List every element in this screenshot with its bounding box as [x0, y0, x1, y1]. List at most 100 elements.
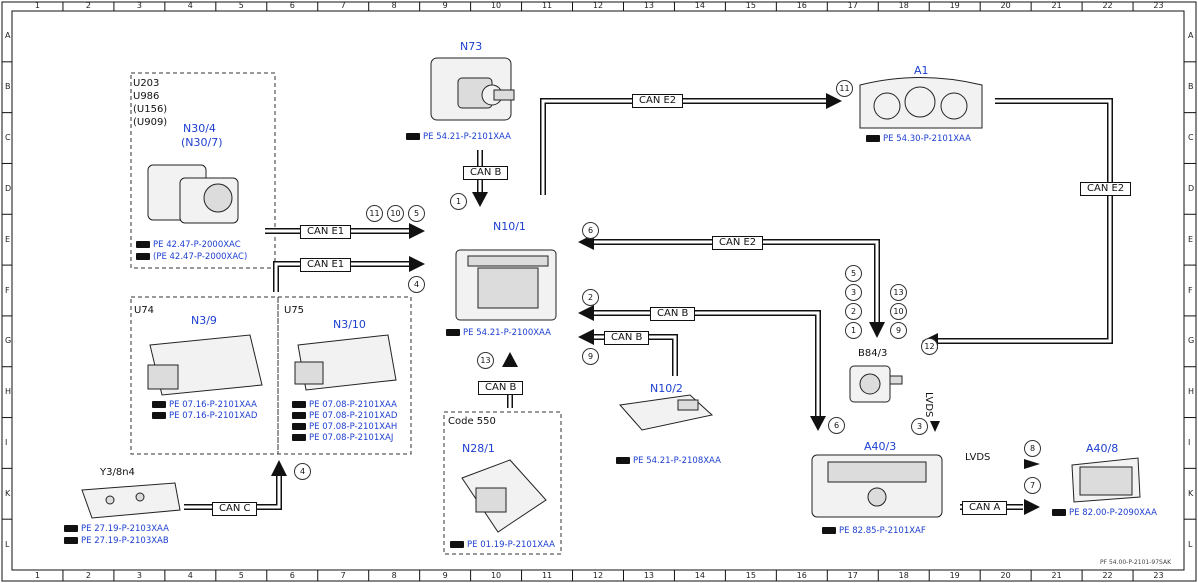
n3-9-ref-2[interactable]: PE 07.16-P-2101XAD: [152, 411, 257, 421]
row-letter-right: D: [1188, 183, 1195, 193]
marker-12: 12: [921, 338, 938, 355]
n3-9-label: N3/9: [191, 314, 217, 327]
a40-8-ref[interactable]: PE 82.00-P-2090XAA: [1052, 508, 1157, 518]
a40-3-sketch: [811, 454, 943, 518]
n3-9-sketch: [147, 334, 263, 396]
column-number-bottom: 1: [34, 571, 41, 580]
n30-4-ref-2[interactable]: (PE 42.47-P-2000XAC): [136, 252, 247, 262]
arrow-up-n10: [502, 352, 518, 367]
column-number-top: 5: [238, 1, 244, 10]
a1-ref[interactable]: PE 54.30-P-2101XAA: [866, 134, 971, 144]
y3-8n4-ref-2[interactable]: PE 27.19-P-2103XAB: [64, 536, 169, 546]
marker-8: 8: [1024, 440, 1041, 457]
book-icon: [152, 412, 166, 419]
book-icon: [292, 434, 306, 441]
y3-8n4-label: Y3/8n4: [100, 467, 135, 478]
column-number-bottom: 9: [442, 571, 448, 580]
n73-label: N73: [460, 40, 483, 53]
book-icon: [866, 135, 880, 142]
bus-lvds-vertical: LVDS: [923, 392, 934, 418]
row-letter-right: E: [1188, 234, 1194, 244]
n3-10-ref-4[interactable]: PE 07.08-P-2101XAJ: [292, 433, 393, 443]
column-number-bottom: 14: [694, 571, 705, 580]
a1-sketch: [859, 77, 983, 129]
marker-1-n73: 1: [450, 193, 467, 210]
n3-10-ref-1[interactable]: PE 07.08-P-2101XAA: [292, 400, 397, 410]
row-letter-left: E: [5, 234, 11, 244]
n3-10-box: [277, 296, 412, 455]
a1-label: A1: [914, 64, 929, 77]
bus-can-e2-mid: CAN E2: [712, 236, 764, 250]
book-icon: [64, 525, 78, 532]
column-number-top: 23: [1153, 1, 1164, 10]
marker-4-low: 4: [294, 463, 311, 480]
book-icon: [822, 527, 836, 534]
n30-4-variant-2: U986: [133, 91, 160, 102]
bus-can-e2-right: CAN E2: [1080, 182, 1132, 196]
row-letter-left: A: [5, 31, 11, 41]
book-icon: [136, 241, 150, 248]
row-letter-left: L: [5, 539, 10, 549]
a40-8-label: A40/8: [1086, 442, 1119, 455]
n10-2-label: N10/2: [650, 382, 683, 395]
column-number-top: 8: [391, 1, 397, 10]
marker-13: 13: [477, 352, 494, 369]
n73-sketch: [430, 57, 515, 121]
n28-1-ref[interactable]: PE 01.19-P-2101XAA: [450, 540, 555, 550]
a40-3-ref[interactable]: PE 82.85-P-2101XAF: [822, 526, 926, 536]
row-letter-left: K: [5, 488, 11, 498]
row-letter-left: H: [5, 387, 12, 397]
row-letter-left: G: [5, 336, 12, 346]
y3-8n4-ref-1[interactable]: PE 27.19-P-2103XAA: [64, 524, 169, 534]
n30-4-variant-4: (U909): [133, 117, 168, 128]
marker-6-low: 6: [828, 417, 845, 434]
n28-1-variant: Code 550: [448, 416, 496, 427]
marker-2: 2: [582, 289, 599, 306]
n73-ref[interactable]: PE 54.21-P-2101XAA: [406, 132, 511, 142]
bus-can-c: CAN C: [212, 502, 258, 516]
book-icon: [292, 412, 306, 419]
bus-can-e1-top: CAN E1: [300, 225, 352, 239]
n10-1-ref[interactable]: PE 54.21-P-2100XAA: [446, 328, 551, 338]
column-ticks: [62, 2, 1134, 581]
wire-can-c: [184, 460, 287, 510]
n28-1-box: [443, 411, 562, 555]
bus-can-e1-bot: CAN E1: [300, 258, 352, 272]
column-number-bottom: 3: [136, 571, 142, 580]
n30-4-ref-1[interactable]: PE 42.47-P-2000XAC: [136, 240, 241, 250]
marker-1-mid: 1: [845, 322, 862, 339]
row-letter-left: B: [5, 82, 11, 92]
column-number-top: 6: [289, 1, 295, 10]
column-number-top: 1: [34, 1, 41, 10]
row-letter-left: D: [5, 183, 12, 193]
column-number-top: 18: [898, 1, 909, 10]
n3-9-ref-1[interactable]: PE 07.16-P-2101XAA: [152, 400, 257, 410]
n3-10-ref-3[interactable]: PE 07.08-P-2101XAH: [292, 422, 397, 432]
marker-9: 9: [582, 348, 599, 365]
column-number-top: 12: [592, 1, 604, 10]
n30-4-variant-1: U203: [133, 78, 160, 89]
lvds-arrow: [1024, 459, 1040, 469]
b84-3-label: B84/3: [858, 348, 888, 359]
column-number-top: 14: [694, 1, 705, 10]
column-number-bottom: 16: [796, 571, 807, 580]
lvds-vert-arrow: [930, 421, 940, 432]
book-icon: [64, 537, 78, 544]
column-number-top: 16: [796, 1, 807, 10]
row-letter-right: L: [1188, 539, 1193, 549]
marker-5-e1: 5: [408, 205, 425, 222]
n28-1-sketch: [461, 459, 547, 533]
book-icon: [152, 401, 166, 408]
wire-can-e2-top: [540, 93, 842, 195]
marker-10-e1: 10: [387, 205, 404, 222]
n10-2-ref[interactable]: PE 54.21-P-2108XAA: [616, 456, 721, 466]
a40-3-label: A40/3: [864, 440, 897, 453]
column-number-bottom: 11: [541, 571, 553, 580]
wire-can-e1-bot: [273, 256, 425, 292]
row-letter-right: A: [1188, 31, 1194, 41]
column-number-bottom: 8: [391, 571, 397, 580]
wire-can-e2-mid: [578, 234, 885, 338]
b84-3-sketch: [849, 365, 903, 403]
n3-10-ref-2[interactable]: PE 07.08-P-2101XAD: [292, 411, 397, 421]
